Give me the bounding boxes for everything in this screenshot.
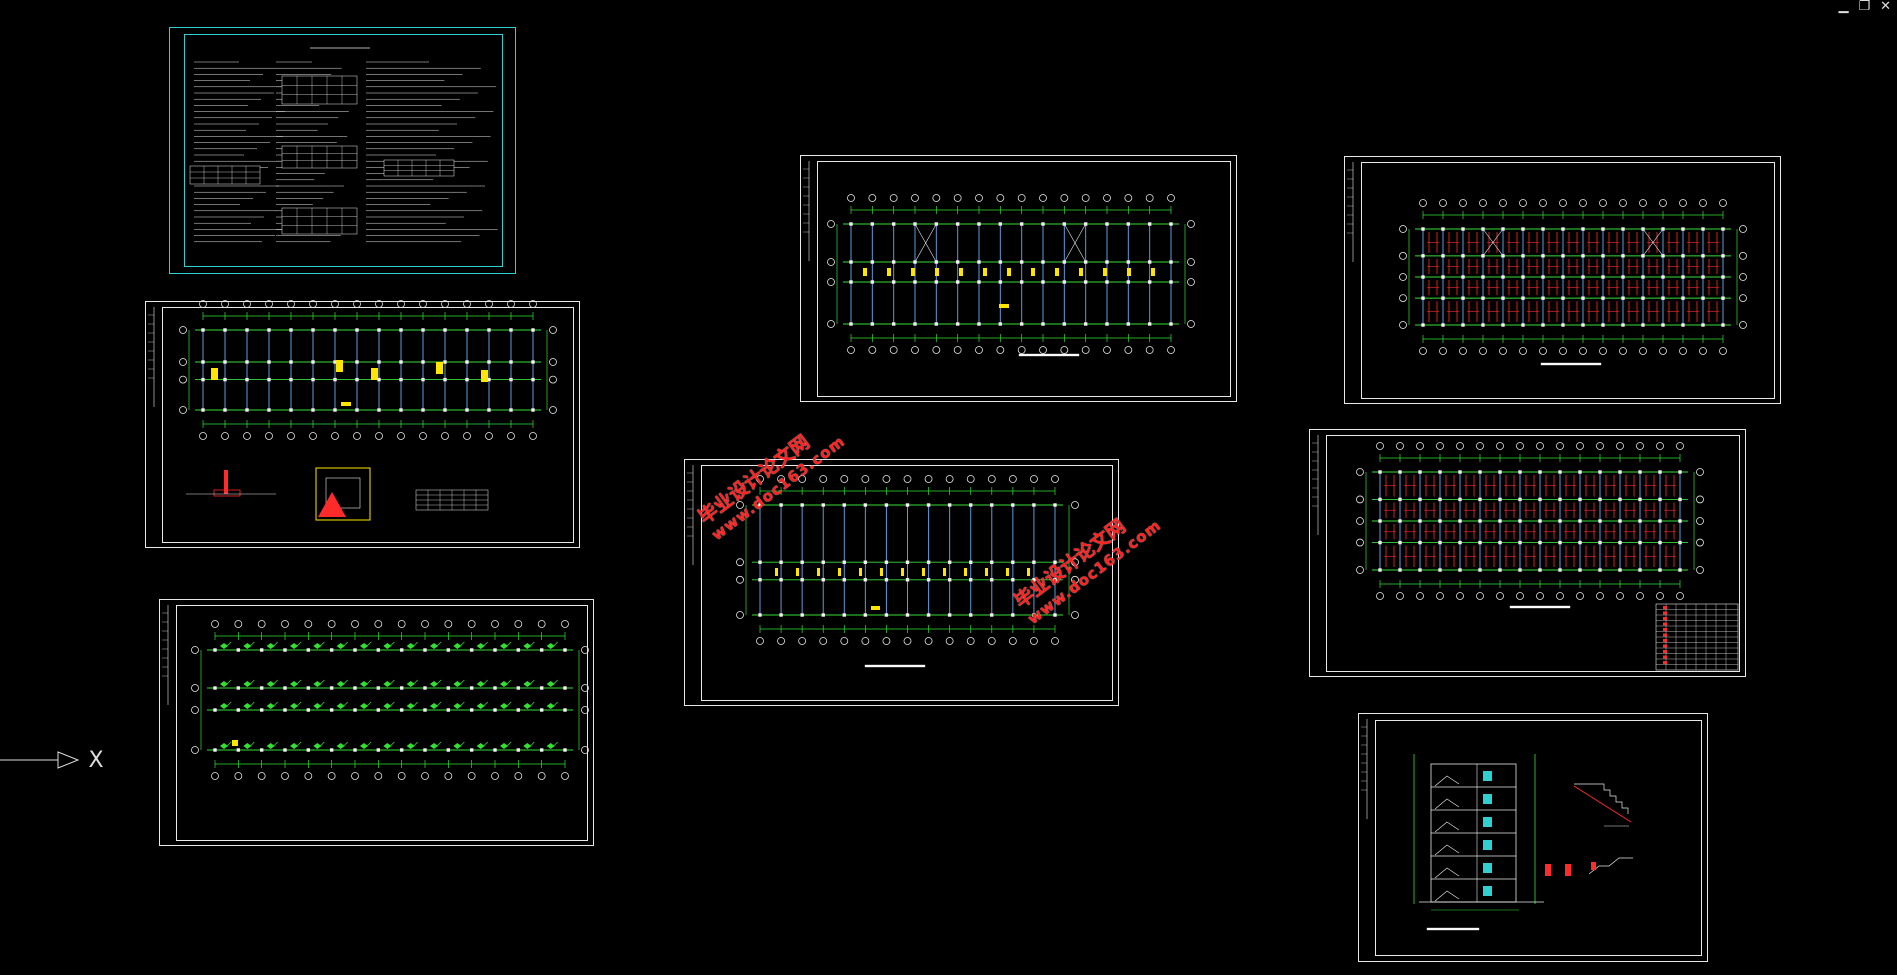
column-plan-drawing bbox=[162, 605, 589, 780]
ucs-x-label: X bbox=[88, 748, 103, 773]
sheet-column-plan[interactable] bbox=[159, 599, 594, 846]
design-notes-drawing bbox=[189, 47, 498, 243]
sheet-stair-section[interactable] bbox=[1358, 713, 1708, 962]
minimize-icon[interactable]: ▁ bbox=[1838, 0, 1849, 14]
sheet-foundation-plan[interactable] bbox=[145, 300, 580, 548]
foundation-plan-drawing bbox=[148, 300, 557, 521]
sheet-beam-plan-2[interactable] bbox=[1309, 429, 1746, 677]
sheet-floor-plan-1[interactable] bbox=[800, 155, 1237, 402]
ucs-axis-icon: X bbox=[0, 748, 104, 773]
floor-plan-1-drawing bbox=[803, 161, 1195, 357]
sheet-beam-plan-1[interactable] bbox=[1344, 156, 1781, 404]
sheet-floor-plan-2[interactable] bbox=[684, 459, 1119, 706]
window-controls: ▁ ❐ ✕ bbox=[1838, 0, 1891, 14]
stair-section-drawing bbox=[1361, 719, 1633, 931]
beam-plan-2-drawing bbox=[1312, 435, 1739, 671]
sheet-design-notes[interactable] bbox=[169, 27, 516, 274]
close-icon[interactable]: ✕ bbox=[1880, 0, 1891, 14]
beam-plan-1-drawing bbox=[1347, 162, 1747, 366]
floor-plan-2-drawing bbox=[687, 465, 1079, 668]
restore-icon[interactable]: ❐ bbox=[1858, 0, 1871, 14]
